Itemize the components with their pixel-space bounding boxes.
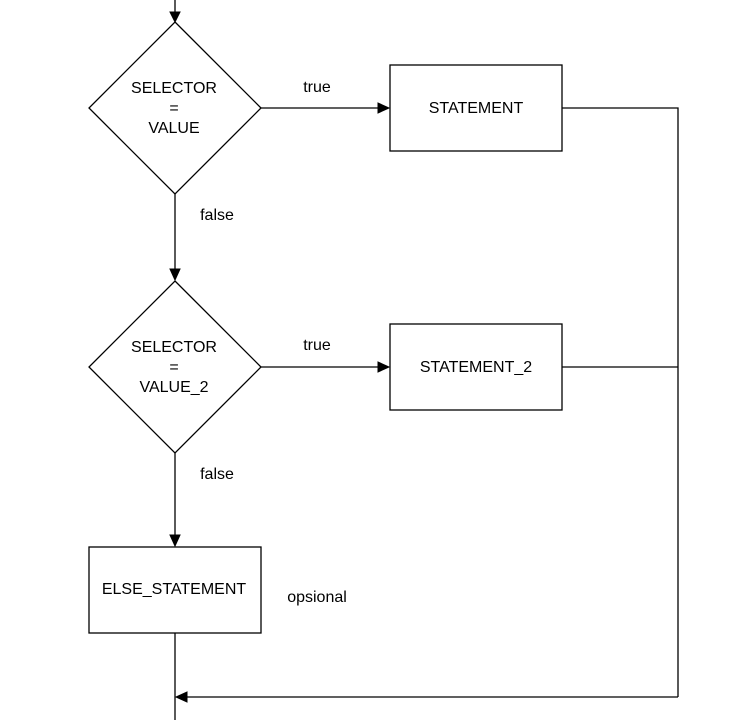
decision-1: SELECTOR = VALUE bbox=[88, 21, 262, 195]
decision-1-line-2: = bbox=[169, 100, 178, 117]
statement-2-box: STATEMENT_2 bbox=[389, 323, 563, 411]
connector-decision-2-true bbox=[261, 361, 391, 373]
decision-2-line-3: VALUE_2 bbox=[139, 379, 208, 396]
arrowhead-icon bbox=[377, 361, 391, 373]
statement-1-box: STATEMENT bbox=[389, 64, 563, 152]
else-optional-note: opsional bbox=[287, 589, 347, 606]
edge-label-decision-1-false: false bbox=[200, 207, 234, 224]
statement-1-label: STATEMENT bbox=[429, 100, 524, 117]
statement-2-label: STATEMENT_2 bbox=[420, 359, 532, 376]
edge-label-decision-2-true: true bbox=[303, 337, 331, 354]
else-statement-box: ELSE_STATEMENT bbox=[88, 546, 262, 634]
entry-connector bbox=[169, 0, 181, 24]
connector-decision-2-false bbox=[169, 453, 181, 548]
decision-1-line-3: VALUE bbox=[148, 120, 199, 137]
decision-2-line-2: = bbox=[169, 359, 178, 376]
decision-1-line-1: SELECTOR bbox=[131, 80, 217, 97]
else-statement-label: ELSE_STATEMENT bbox=[102, 581, 247, 598]
decision-2-line-1: SELECTOR bbox=[131, 339, 217, 356]
arrowhead-icon bbox=[377, 102, 391, 114]
arrowhead-icon bbox=[174, 691, 188, 703]
arrowhead-icon bbox=[169, 11, 181, 24]
arrowhead-icon bbox=[169, 534, 181, 548]
connector-statement-1-exit bbox=[562, 107, 679, 697]
connector-decision-1-true bbox=[261, 102, 391, 114]
arrowhead-icon bbox=[169, 268, 181, 282]
decision-2: SELECTOR = VALUE_2 bbox=[88, 280, 262, 454]
edge-label-decision-2-false: false bbox=[200, 466, 234, 483]
connector-merge-return bbox=[174, 691, 678, 703]
connector-decision-1-false bbox=[169, 194, 181, 282]
edge-label-decision-1-true: true bbox=[303, 79, 331, 96]
